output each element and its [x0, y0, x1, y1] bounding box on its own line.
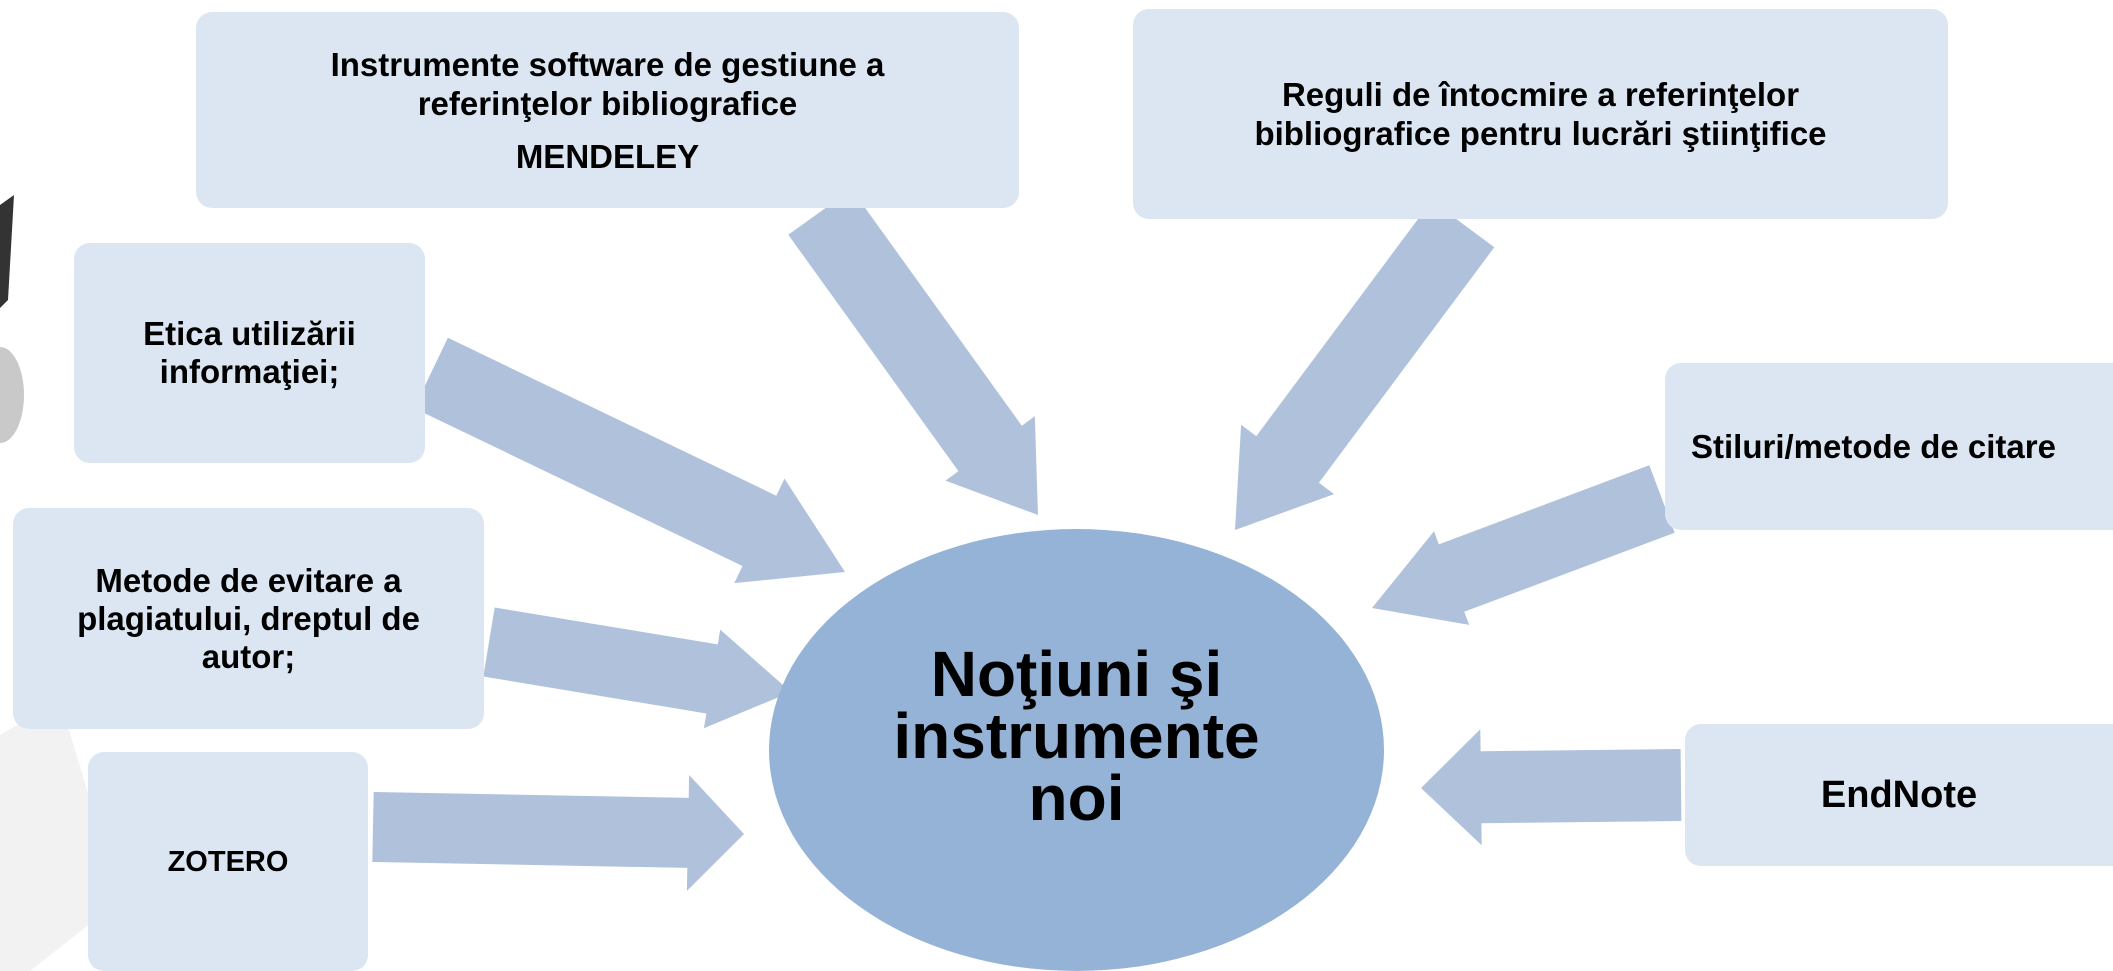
arrow-from-styles	[1372, 465, 1675, 625]
box-endnote: EndNote	[1685, 724, 2113, 866]
box-endnote-label: EndNote	[1820, 774, 1978, 816]
center-line-2: instrumente	[893, 700, 1260, 772]
box-rules-line-2: bibliografice pentru lucrări ştiinţifice	[1254, 115, 1827, 152]
box-citation-rules: Reguli de întocmire a referinţelor bibli…	[1133, 9, 1948, 219]
box-citation-styles: Stiluri/metode de citare	[1665, 363, 2113, 530]
box-zotero: ZOTERO	[88, 752, 368, 971]
arrow-from-software	[788, 189, 1038, 515]
center-line-1: Noţiuni şi	[930, 638, 1223, 710]
backdrop-gray-swirl	[0, 347, 24, 443]
backdrop-dark-shape	[0, 195, 14, 308]
center-line-3: noi	[1028, 762, 1125, 834]
arrow-from-zotero	[372, 775, 744, 891]
box-rules-line-1: Reguli de întocmire a referinţelor	[1281, 76, 1800, 113]
box-plagiarism-line-1: Metode de evitare a	[95, 561, 402, 599]
arrow-from-endnote	[1421, 729, 1682, 846]
box-plagiarism-avoidance: Metode de evitare a plagiatului, dreptul…	[13, 508, 484, 729]
box-plagiarism-line-3: autor;	[201, 637, 296, 675]
box-styles-label: Stiluri/metode de citare	[1691, 427, 2056, 465]
box-zotero-label: ZOTERO	[167, 845, 289, 878]
arrow-from-rules	[1235, 200, 1495, 530]
arrow-from-ethics	[414, 337, 845, 584]
box-ethics-line-1: Etica utilizării	[143, 315, 356, 352]
arrow-from-plagiarism	[483, 607, 791, 729]
box-information-ethics: Etica utilizării informaţiei;	[74, 243, 425, 463]
box-software-line-3: MENDELEY	[515, 137, 700, 175]
central-topic-ellipse: Noţiuni şi instrumente noi	[769, 529, 1384, 971]
box-software-line-1: Instrumente software de gestiune a	[330, 45, 885, 83]
box-plagiarism-line-2: plagiatului, dreptul de	[77, 599, 420, 637]
box-ethics-line-2: informaţiei;	[159, 353, 340, 390]
box-software-line-2: referinţelor bibliografice	[417, 84, 798, 122]
box-software-tools: Instrumente software de gestiune a refer…	[196, 12, 1019, 208]
